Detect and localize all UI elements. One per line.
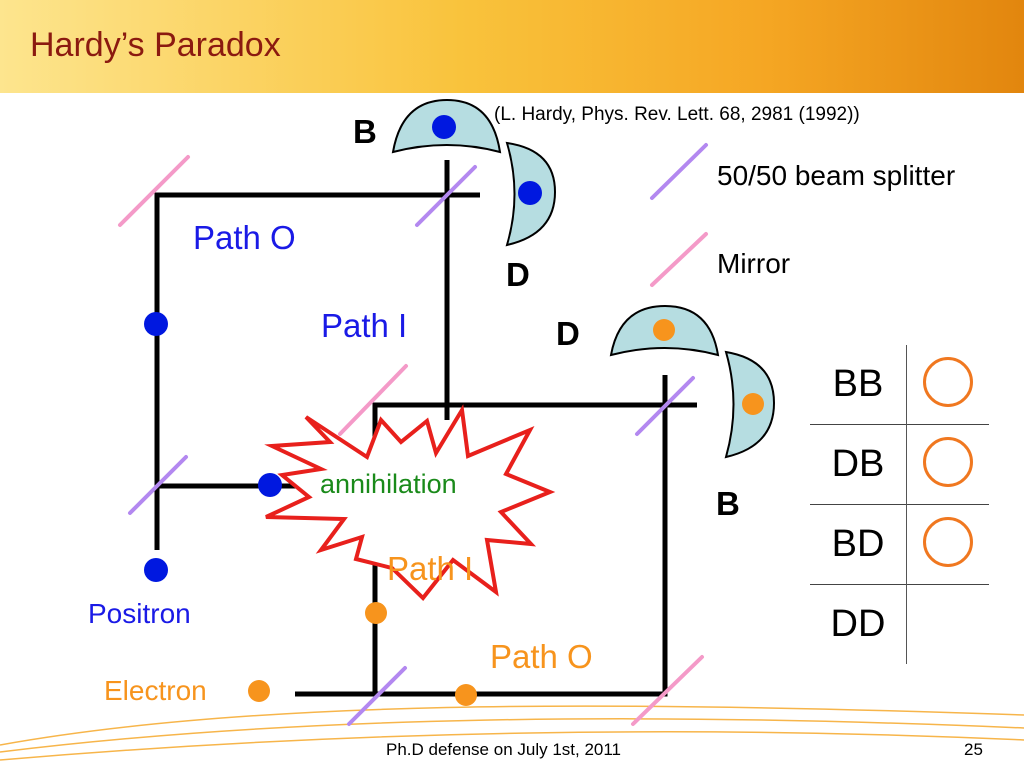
beam-splitter-icon	[128, 455, 188, 515]
electron-path-i-label: Path I	[387, 550, 474, 587]
positron-particle-icon	[144, 312, 168, 336]
positron-particle-icon	[258, 473, 282, 497]
positron-label: Positron	[88, 598, 191, 629]
footer-swoosh	[0, 705, 1024, 761]
positron-path-o-label: Path O	[193, 219, 296, 256]
positron-detector-b-label: B	[353, 113, 377, 150]
outcome-mark-cell	[906, 424, 989, 505]
title-banner	[0, 0, 1024, 93]
outcome-label: DB	[810, 424, 907, 505]
circle-mark-icon	[923, 517, 973, 567]
annihilation-burst-icon	[264, 404, 556, 601]
annihilation-label: annihilation	[320, 469, 457, 499]
mirror-icon	[118, 155, 190, 227]
positron-particle-icon	[432, 115, 456, 139]
positron-particle-icon	[518, 181, 542, 205]
electron-detector-d-label: D	[556, 315, 580, 352]
beam-splitter-icon	[347, 666, 407, 726]
electron-detector-b-label: B	[716, 485, 740, 522]
slide-title: Hardy’s Paradox	[30, 26, 281, 64]
outcome-row: DB	[810, 424, 989, 505]
electron-particle-icon	[653, 319, 675, 341]
circle-mark-icon	[923, 437, 973, 487]
legend-mirror-icon	[650, 232, 708, 287]
electron-particle-icon	[248, 680, 270, 702]
electron-particle-icon	[455, 684, 477, 706]
mirror-icon	[338, 364, 408, 436]
beam-splitter-icon	[415, 165, 477, 227]
beam-splitter-icon	[635, 376, 695, 436]
outcome-mark-cell	[906, 584, 989, 664]
electron-path-o-label: Path O	[490, 638, 593, 675]
electron-particle-icon	[365, 602, 387, 624]
outcome-mark-cell	[906, 504, 989, 585]
positron-detector-d-label: D	[506, 256, 530, 293]
citation: (L. Hardy, Phys. Rev. Lett. 68, 2981 (19…	[494, 104, 860, 125]
legend-beam-splitter-label: 50/50 beam splitter	[717, 160, 956, 191]
outcome-label: BD	[810, 504, 907, 585]
circle-mark-icon	[923, 357, 973, 407]
outcome-label: DD	[810, 584, 907, 664]
positron-path-i-label: Path I	[321, 307, 408, 344]
outcome-mark-cell	[906, 345, 989, 425]
legend-beam-splitter-icon	[650, 143, 708, 200]
electron-path-i-line	[372, 402, 697, 694]
positron-path-o-line	[154, 192, 480, 550]
footer-text: Ph.D defense on July 1st, 2011	[386, 740, 622, 759]
mirror-icon	[631, 655, 704, 726]
outcome-row: BD	[810, 504, 989, 585]
outcome-row: BB	[810, 345, 989, 425]
electron-label: Electron	[104, 675, 207, 706]
electron-particle-icon	[742, 393, 764, 415]
positron-particle-icon	[144, 558, 168, 582]
outcome-label: BB	[832, 363, 884, 405]
legend-mirror-label: Mirror	[717, 248, 791, 279]
outcome-row: DD	[810, 584, 989, 664]
page-number: 25	[964, 740, 983, 759]
